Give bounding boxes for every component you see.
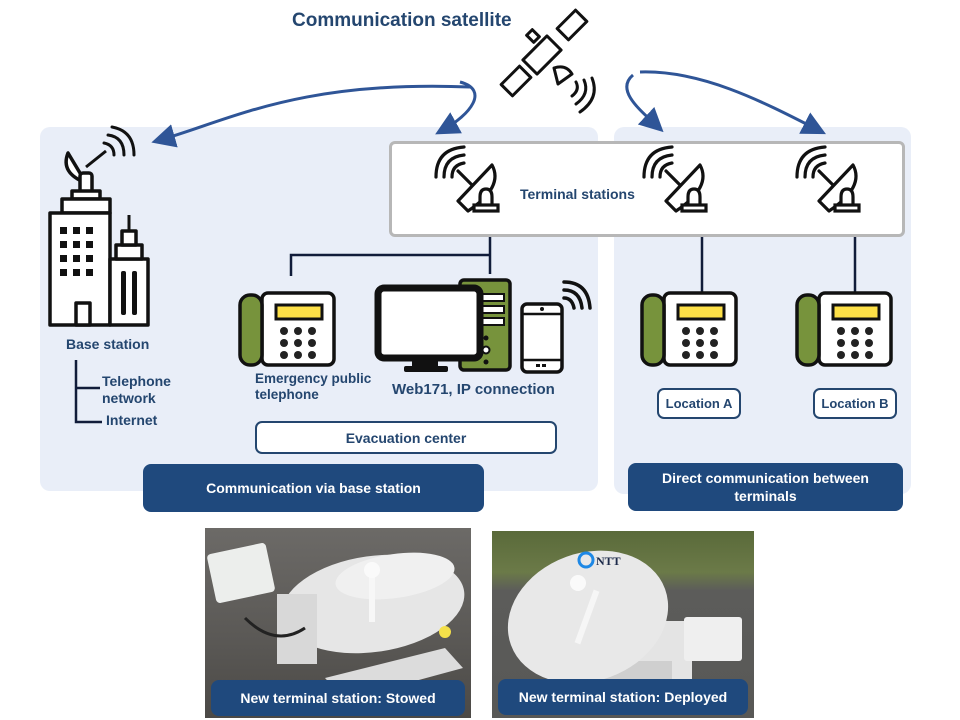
telephone-icon	[795, 291, 893, 367]
photo-stowed: New terminal station: Stowed	[205, 528, 471, 718]
evacuation-center-box: Evacuation center	[255, 421, 557, 454]
satellite-icon	[499, 8, 596, 114]
satellite-dish-icon	[434, 145, 500, 213]
desktop-computer-icon	[374, 278, 512, 372]
smartphone-icon	[520, 280, 592, 374]
deployed-terminal-illustration: NTT	[507, 550, 742, 684]
arrow-to-terminal-1	[435, 80, 477, 135]
telephone-network-label: Telephone network	[102, 373, 171, 406]
satellite-dish-icon	[795, 145, 861, 213]
emergency-phone-label: Emergency public telephone	[255, 371, 372, 402]
location-b-box: Location B	[813, 388, 897, 419]
stowed-caption: New terminal station: Stowed	[211, 680, 465, 716]
telephone-icon	[640, 291, 738, 367]
base-station-tree	[74, 360, 102, 424]
deployed-caption: New terminal station: Deployed	[498, 679, 748, 715]
internet-label: Internet	[106, 412, 158, 428]
base-station-label: Base station	[66, 336, 150, 352]
arrow-to-base-station	[151, 84, 471, 148]
location-a-box: Location A	[657, 388, 741, 419]
arrow-to-terminal-3	[639, 70, 826, 135]
terminal-stations-label: Terminal stations	[520, 186, 635, 202]
stowed-terminal-illustration	[207, 543, 465, 700]
telephone-icon	[238, 291, 336, 367]
building-antenna-icon	[48, 125, 150, 327]
arrow-to-terminal-2	[625, 73, 664, 133]
ip-connection-label: Web171, IP connection	[392, 381, 555, 398]
photo-deployed: NTT New terminal station: Deployed	[492, 531, 754, 718]
via-base-station-caption: Communication via base station	[143, 464, 484, 512]
ntt-logo: NTT	[596, 554, 621, 568]
direct-communication-caption: Direct communication between terminals	[628, 463, 903, 511]
satellite-title: Communication satellite	[292, 10, 512, 31]
satellite-dish-icon	[642, 145, 708, 213]
